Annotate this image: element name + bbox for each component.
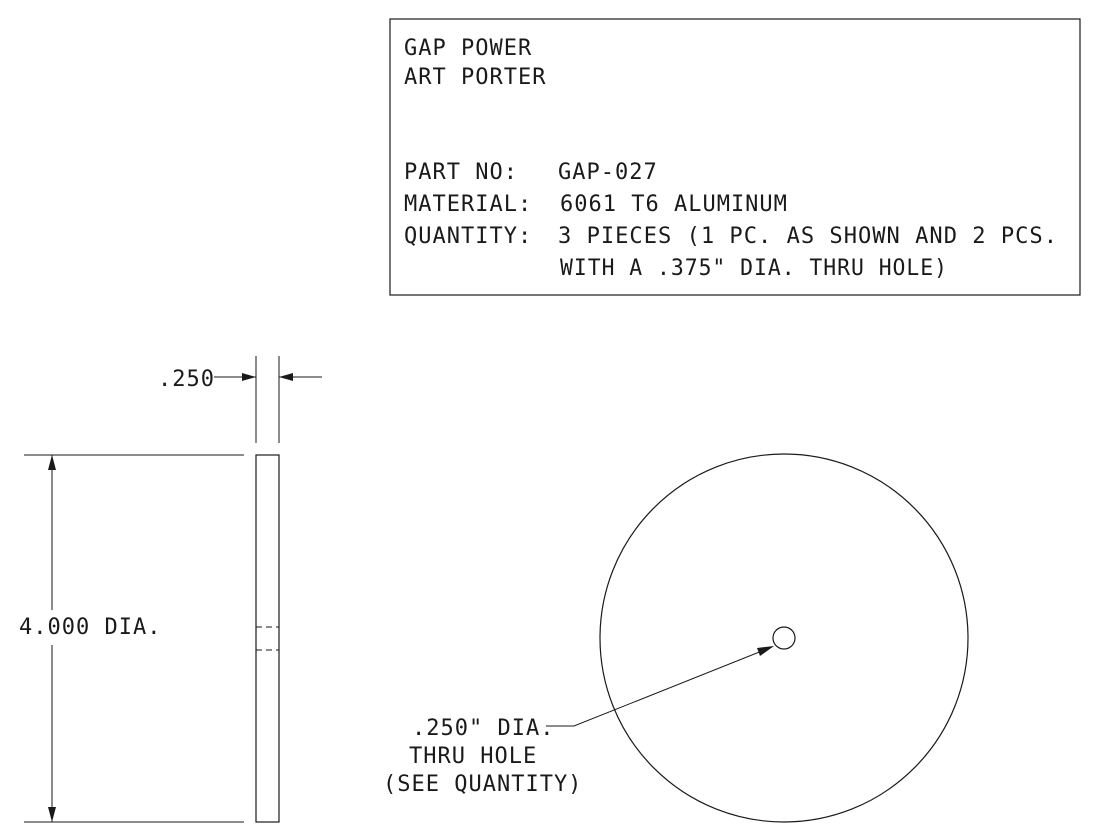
hole-note-line-2: THRU HOLE xyxy=(409,744,537,769)
quantity-label: QUANTITY: xyxy=(404,224,532,249)
part-no-value: GAP-027 xyxy=(558,160,658,185)
thickness-dimension-label: .250 xyxy=(158,367,215,392)
thru-hole-circle xyxy=(772,626,796,650)
part-no-label: PART NO: xyxy=(404,160,518,185)
diameter-dimension-label: 4.000 DIA. xyxy=(19,615,161,640)
diameter-arrowhead-top xyxy=(48,455,56,470)
material-label: MATERIAL: xyxy=(404,192,532,217)
hole-note-line-3: (SEE QUANTITY) xyxy=(383,772,582,797)
title-block-frame xyxy=(389,18,1081,296)
thickness-arrowhead-right xyxy=(279,373,293,381)
material-value: 6061 T6 ALUMINUM xyxy=(560,192,788,217)
side-view: .250 4.000 DIA. xyxy=(19,356,322,823)
hole-leader-line xyxy=(546,646,773,727)
front-view: .250" DIA. THRU HOLE (SEE QUANTITY) xyxy=(383,453,969,823)
hole-note-line-1: .250" DIA. xyxy=(412,716,554,741)
disc-outline-circle xyxy=(599,453,969,823)
disc-edge-outline xyxy=(255,454,280,823)
quantity-line-2: WITH A .375" DIA. THRU HOLE) xyxy=(560,256,948,281)
thickness-arrowhead-left xyxy=(242,373,256,381)
hole-leader-arrowhead xyxy=(757,646,774,656)
company-name: GAP POWER xyxy=(404,36,532,61)
quantity-line-1: 3 PIECES (1 PC. AS SHOWN AND 2 PCS. xyxy=(558,224,1058,249)
title-block: GAP POWER ART PORTER PART NO: GAP-027 MA… xyxy=(389,18,1081,296)
person-name: ART PORTER xyxy=(404,65,546,90)
diameter-arrowhead-bottom xyxy=(48,807,56,822)
